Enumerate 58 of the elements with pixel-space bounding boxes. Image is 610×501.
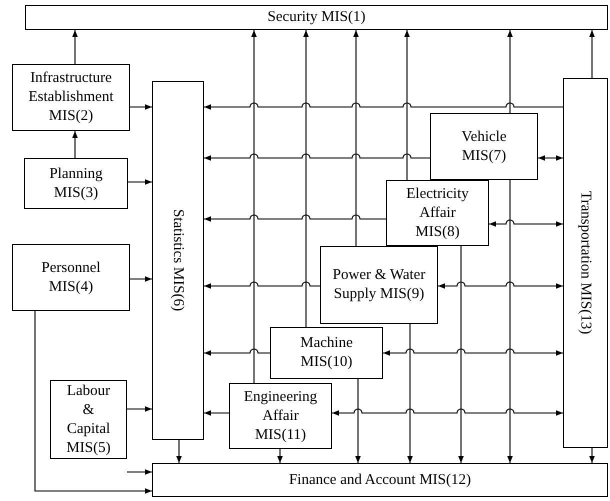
box-label: Infrastructure Establishment MIS(2) — [28, 69, 114, 126]
system-box — [12, 64, 130, 131]
arrow — [538, 155, 563, 161]
arrow — [383, 348, 563, 356]
box-label: Personnel MIS(4) — [40, 258, 102, 296]
arrow — [277, 449, 283, 463]
arrow — [72, 30, 78, 64]
system-box — [229, 383, 332, 449]
arrow — [353, 30, 359, 246]
arrow — [204, 410, 229, 416]
box-label: Planning MIS(3) — [48, 164, 104, 202]
box-label: Machine MIS(10) — [299, 334, 354, 372]
box-label: Finance and Account MIS(12) — [288, 470, 472, 490]
arrow — [130, 104, 152, 110]
arrow — [407, 324, 413, 463]
arrow — [127, 469, 152, 475]
system-box — [152, 463, 608, 497]
arrow — [489, 219, 563, 227]
box-label: Engineering Affair MIS(11) — [242, 388, 318, 444]
arrow — [355, 379, 361, 463]
system-box — [25, 5, 608, 30]
arrow — [458, 246, 464, 463]
arrow — [438, 281, 563, 289]
arrow — [204, 348, 270, 356]
arrow — [589, 30, 595, 78]
box-label: Vehicle MIS(7) — [460, 128, 508, 166]
arrow — [204, 214, 386, 222]
system-box — [24, 158, 128, 209]
arrow — [251, 30, 257, 383]
arrow — [176, 440, 182, 463]
arrow — [204, 154, 430, 161]
arrow — [507, 30, 513, 113]
arrow — [204, 281, 320, 289]
system-box — [12, 244, 130, 311]
system-box — [50, 380, 127, 459]
box-label: Transportation MIS(13) — [576, 191, 594, 335]
arrow — [332, 408, 563, 416]
system-box — [386, 180, 489, 246]
arrow — [128, 179, 152, 185]
arrow — [127, 406, 152, 412]
arrow — [404, 30, 410, 180]
vertical-system-box — [563, 78, 608, 448]
box-label: Electricity Affair MIS(8) — [405, 184, 470, 242]
box-label: Statistics MIS(6) — [169, 209, 187, 312]
box-label: Security MIS(1) — [266, 8, 366, 27]
arrow — [204, 102, 563, 110]
arrow — [589, 448, 595, 463]
box-label: Labour & Capital MIS(5) — [65, 382, 112, 458]
arrow — [507, 180, 513, 463]
box-label: Power & Water Supply MIS(9) — [332, 266, 426, 304]
system-box — [430, 113, 538, 180]
vertical-system-box — [152, 81, 204, 440]
arrow — [72, 131, 78, 158]
arrow — [303, 30, 309, 327]
arrow — [130, 276, 152, 282]
system-box — [320, 246, 438, 324]
arrow — [34, 311, 152, 494]
system-box — [270, 327, 383, 379]
